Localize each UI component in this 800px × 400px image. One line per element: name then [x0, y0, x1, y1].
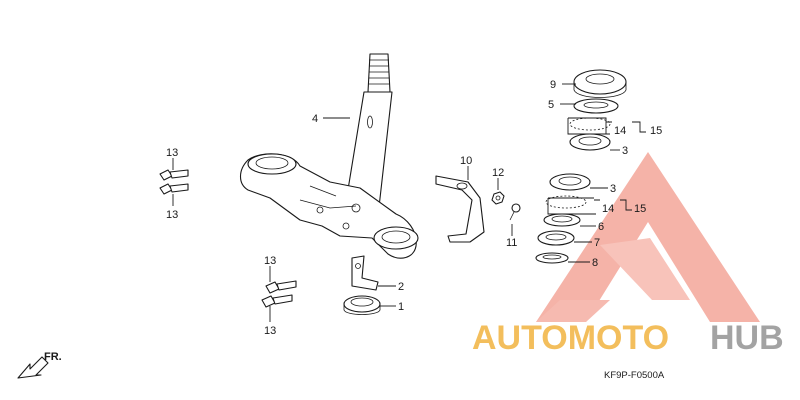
callout-8: 8	[592, 257, 598, 269]
callout-13: 13	[264, 325, 276, 337]
callout-14: 14	[602, 203, 614, 215]
callout-3: 3	[610, 183, 616, 195]
callout-4: 4	[312, 113, 318, 125]
callout-2: 2	[398, 281, 404, 293]
callout-6: 6	[598, 221, 604, 233]
diagram-code: KF9P-F0500A	[604, 370, 665, 381]
callout-1: 1	[398, 301, 404, 313]
callout-5: 5	[548, 99, 554, 111]
bolt-part-lower	[261, 280, 297, 308]
callout-13: 13	[166, 147, 178, 159]
leader-lines	[172, 83, 646, 322]
front-arrow-label: FR.	[44, 351, 62, 363]
callout-13: 13	[264, 255, 276, 267]
callout-15: 15	[634, 203, 646, 215]
hose-guide-part	[351, 255, 379, 291]
callouts: 4 13 13 13 13 2 1 10 12 11 9 5 14 15 3 3…	[166, 79, 662, 337]
callout-7: 7	[594, 237, 600, 249]
callout-15: 15	[650, 125, 662, 137]
callout-11: 11	[506, 237, 517, 249]
nut-part	[491, 191, 505, 205]
callout-9: 9	[550, 79, 556, 91]
watermark-word-hub: HUB	[710, 319, 784, 357]
callout-13: 13	[166, 209, 178, 221]
steering-stem-part	[239, 53, 419, 259]
bearing-stack-upper	[569, 69, 627, 151]
small-bolt-part	[509, 203, 521, 221]
front-arrow-icon	[17, 356, 49, 379]
callout-14: 14	[614, 125, 626, 137]
bottom-bearing-part	[343, 295, 381, 315]
watermark-wordmark: AUTOMOTO HUB	[472, 319, 784, 357]
callout-3: 3	[622, 145, 628, 157]
callout-10: 10	[460, 155, 472, 167]
cable-guide-part	[435, 175, 485, 243]
callout-12: 12	[492, 167, 504, 179]
bolt-part-upper	[159, 169, 189, 195]
watermark-logo	[536, 152, 760, 322]
watermark-word-automoto: AUTOMOTO	[472, 319, 669, 357]
bearing-stack-lower	[535, 173, 591, 264]
